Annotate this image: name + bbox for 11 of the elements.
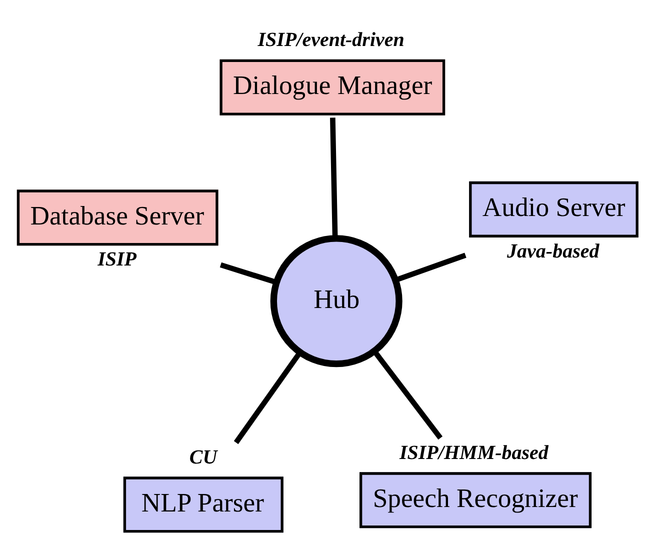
connector	[220, 262, 278, 284]
node-label: Java-based	[507, 240, 600, 262]
connector	[330, 117, 338, 238]
connector	[234, 350, 302, 444]
node-label: ISIP/event-driven	[258, 28, 404, 51]
node-circle: Hub	[270, 234, 402, 367]
connector	[372, 349, 443, 440]
node-label: CU	[189, 446, 218, 468]
node-label: ISIP/HMM-based	[400, 441, 548, 464]
connector	[394, 252, 466, 282]
node-label: ISIP	[98, 248, 136, 270]
